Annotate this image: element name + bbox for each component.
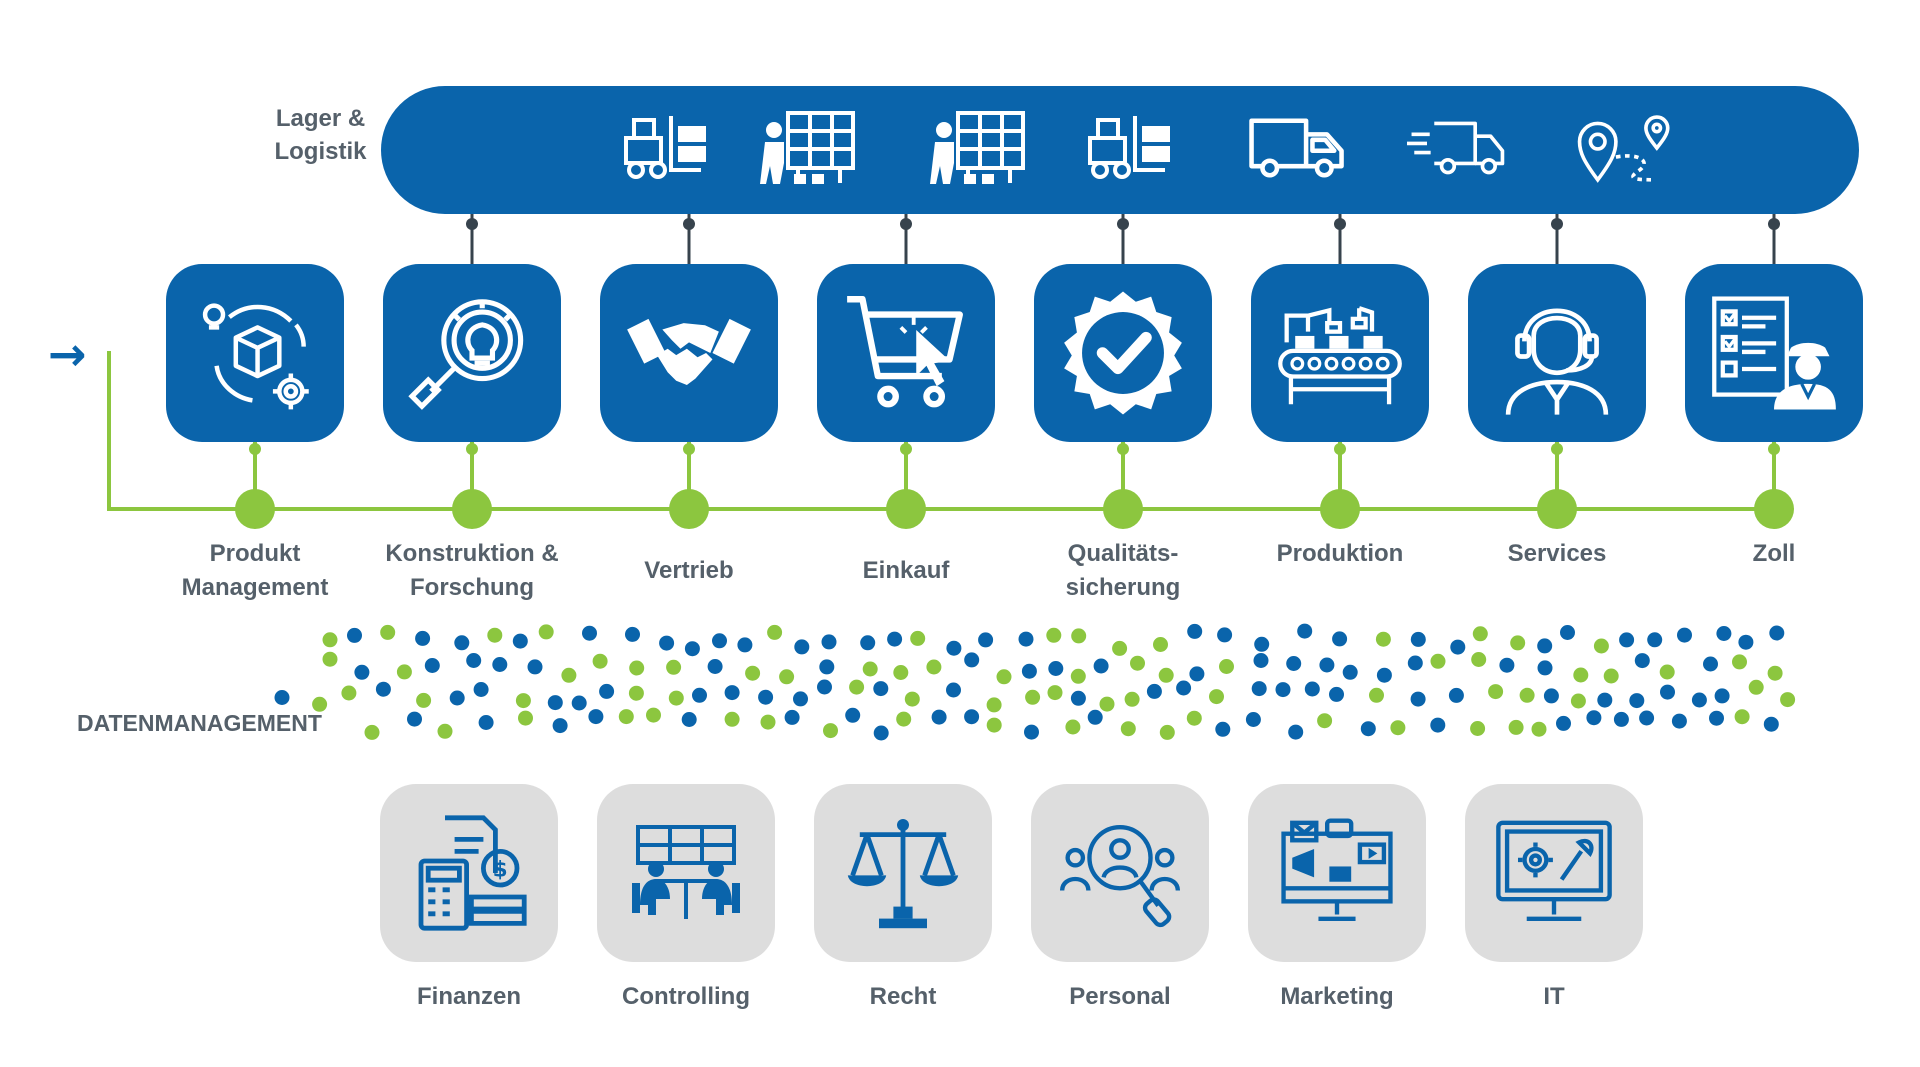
timeline-node [1103,489,1143,529]
process-label-produkt-management: Produkt Management [181,540,329,601]
support-tile-6[interactable] [1465,784,1643,962]
support-label-marketing: Marketing [1280,983,1394,1010]
process-tile-1[interactable] [166,264,344,442]
process-tile-3[interactable] [600,264,778,442]
timeline-node [669,489,709,529]
logistics-connectors [466,214,1780,264]
support-tile-5[interactable] [1248,784,1426,962]
logistics-bar [381,86,1859,214]
process-label-vertrieb: Vertrieb [644,557,734,584]
logistics-label: Lager & Logistik [274,105,367,165]
process-label-einkauf: Einkauf [862,557,950,584]
support-label-finanzen: Finanzen [416,983,521,1010]
timeline-node [886,489,926,529]
process-tile-2[interactable] [383,264,561,442]
support-tile-4[interactable] [1031,784,1209,962]
process-label-zoll: Zoll [1752,540,1796,567]
process-tile-5[interactable] [1034,264,1212,442]
process-label-konstruktion-forschung: Konstruktion & Forschung [385,540,559,601]
support-label-it: IT [1543,983,1565,1010]
datenmanagement-label: DATENMANAGEMENT [77,710,322,736]
support-label-personal: Personal [1069,983,1171,1010]
support-tile-1[interactable] [380,784,558,962]
timeline-nodes [235,442,1794,529]
data-particles [274,623,1796,741]
process-timeline [107,351,1773,511]
process-label-qualitaetssicherung: Qualitäts- sicherung [1065,540,1181,601]
entry-arrow-icon: → [48,327,87,381]
timeline-node [235,489,275,529]
process-tile-7[interactable] [1468,264,1646,442]
process-tile-6[interactable] [1251,264,1429,442]
support-label-controlling: Controlling [622,983,750,1010]
timeline-node [1754,489,1794,529]
process-tile-4[interactable] [817,264,995,442]
timeline-node [1537,489,1577,529]
support-tile-2[interactable] [597,784,775,962]
process-tile-8[interactable] [1685,264,1863,442]
timeline-node [452,489,492,529]
process-label-services: Services [1507,540,1607,567]
process-label-produktion: Produktion [1276,540,1404,567]
support-tile-3[interactable] [814,784,992,962]
support-label-recht: Recht [869,983,937,1010]
timeline-node [1320,489,1360,529]
